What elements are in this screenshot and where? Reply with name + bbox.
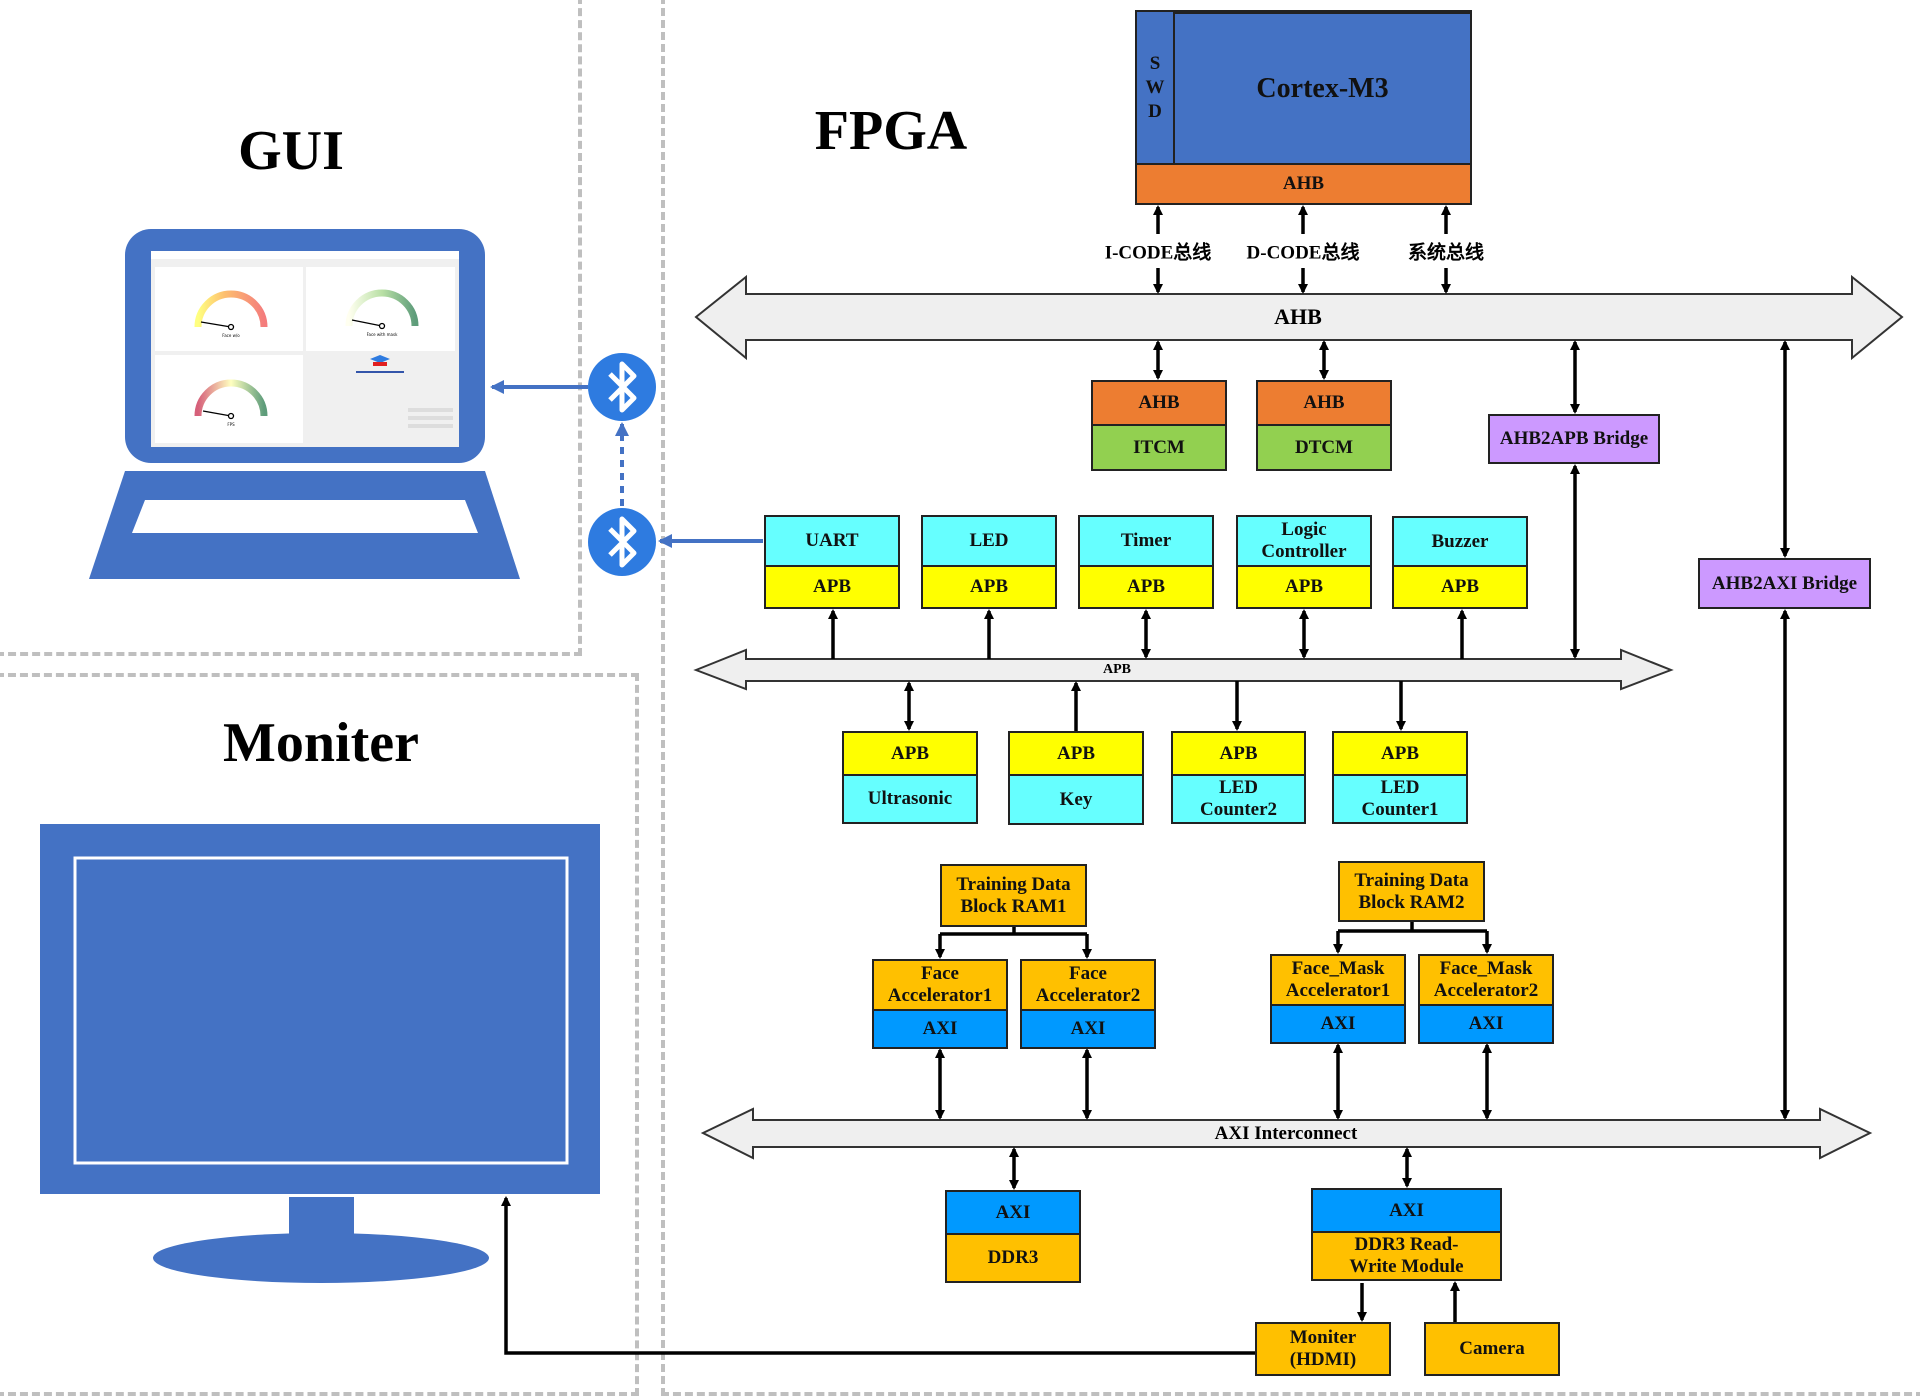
- face-accelerator1-label: Face Accelerator1: [874, 961, 1006, 1009]
- led-counter1-apb-port: APB: [1334, 733, 1466, 774]
- ahb2apb-bridge-label: AHB2APB Bridge: [1490, 416, 1658, 462]
- face-accelerator2-block: Face Accelerator2 AXI: [1020, 959, 1156, 1049]
- swd-port: S W D: [1137, 12, 1175, 163]
- logic-controller-label: Logic Controller: [1238, 517, 1370, 565]
- gauge-label: Face with mask: [367, 332, 399, 337]
- ahb2apb-bridge: AHB2APB Bridge: [1488, 414, 1660, 464]
- icode-bus-label: I-CODE总线: [1102, 237, 1214, 265]
- ddr3-rw-axi-port: AXI: [1313, 1190, 1500, 1231]
- gui-title: GUI: [238, 120, 344, 182]
- bluetooth-icon: [588, 353, 656, 421]
- key-label: Key: [1010, 774, 1142, 823]
- camera-block: Camera: [1424, 1322, 1560, 1376]
- ddr3-block: AXI DDR3: [945, 1190, 1081, 1283]
- ddr3-rw-label: DDR3 Read-Write Module: [1313, 1231, 1500, 1279]
- monitor-section: [0, 673, 639, 1396]
- led-counter2-apb-port: APB: [1173, 733, 1304, 774]
- bluetooth-icon: [588, 508, 656, 576]
- logic-controller-apb-port: APB: [1238, 565, 1370, 607]
- timer-apb-port: APB: [1080, 565, 1212, 607]
- monitor-icon: [40, 824, 600, 1283]
- hdmi-monitor-block: Moniter (HDMI): [1255, 1322, 1391, 1376]
- itcm-ahb-port: AHB: [1093, 382, 1225, 424]
- dtcm-ahb-port: AHB: [1258, 382, 1390, 424]
- ultrasonic-apb-port: APB: [844, 733, 976, 774]
- apb-bus: [693, 648, 1674, 691]
- gauge-panel: [155, 355, 303, 443]
- led-counter2-block: APB LED Counter2: [1171, 731, 1306, 824]
- training-ram1-label: Training Data Block RAM1: [942, 866, 1085, 925]
- gauge-panel: [306, 267, 455, 351]
- apb-bus-label: APB: [1103, 662, 1131, 677]
- buzzer-block: Buzzer APB: [1392, 516, 1528, 609]
- face-accelerator1-block: Face Accelerator1 AXI: [872, 959, 1008, 1049]
- hdmi-monitor-label: Moniter (HDMI): [1257, 1324, 1389, 1374]
- itcm-label: ITCM: [1093, 424, 1225, 469]
- led-counter2-label: LED Counter2: [1173, 774, 1304, 822]
- key-block: APB Key: [1008, 731, 1144, 825]
- buzzer-label: Buzzer: [1394, 518, 1526, 565]
- gauge-label: FPS: [227, 422, 235, 427]
- dtcm-label: DTCM: [1258, 424, 1390, 469]
- face-accelerator2-axi-port: AXI: [1022, 1009, 1154, 1047]
- face-mask-accelerator2-block: Face_Mask Accelerator2 AXI: [1418, 954, 1554, 1044]
- dcode-bus-label: D-CODE总线: [1244, 237, 1362, 265]
- axi-bus: [700, 1107, 1873, 1160]
- gui-section: [0, 0, 582, 656]
- ahb2axi-bridge-label: AHB2AXI Bridge: [1700, 560, 1869, 607]
- cpu-ahb-port: AHB: [1137, 163, 1470, 203]
- led-counter1-block: APB LED Counter1: [1332, 731, 1468, 824]
- uart-label: UART: [766, 517, 898, 565]
- gauge-panel: [155, 267, 303, 351]
- itcm-block: AHB ITCM: [1091, 380, 1227, 471]
- key-apb-port: APB: [1010, 733, 1142, 774]
- face-mask-accelerator2-label: Face_Mask Accelerator2: [1420, 956, 1552, 1004]
- led-label: LED: [923, 517, 1055, 565]
- dtcm-block: AHB DTCM: [1256, 380, 1392, 471]
- monitor-title: Moniter: [223, 712, 419, 774]
- face-mask-accelerator1-label: Face_Mask Accelerator1: [1272, 956, 1404, 1004]
- uart-apb-port: APB: [766, 565, 898, 607]
- axi-bus-label: AXI Interconnect: [1214, 1123, 1358, 1144]
- face-mask-accelerator1-block: Face_Mask Accelerator1 AXI: [1270, 954, 1406, 1044]
- face-accelerator2-label: Face Accelerator2: [1022, 961, 1154, 1009]
- training-ram2-block: Training Data Block RAM2: [1338, 861, 1485, 922]
- gauge-label: Face w/o: [222, 333, 240, 338]
- face-mask-accelerator1-axi-port: AXI: [1272, 1004, 1404, 1042]
- camera-label: Camera: [1426, 1324, 1558, 1374]
- system-bus-label: 系统总线: [1405, 237, 1487, 265]
- ddr3-rw-module-block: AXI DDR3 Read-Write Module: [1311, 1188, 1502, 1281]
- timer-block: Timer APB: [1078, 515, 1214, 609]
- logo-icon: [370, 355, 390, 366]
- ahb-bus: [694, 274, 1904, 361]
- ultrasonic-block: APB Ultrasonic: [842, 731, 978, 824]
- ahb-bus-label: AHB: [1274, 304, 1322, 329]
- ddr3-axi-port: AXI: [947, 1192, 1079, 1233]
- logic-controller-block: Logic Controller APB: [1236, 515, 1372, 609]
- ddr3-label: DDR3: [947, 1233, 1079, 1281]
- ultrasonic-label: Ultrasonic: [844, 774, 976, 822]
- training-ram1-block: Training Data Block RAM1: [940, 864, 1087, 927]
- buzzer-apb-port: APB: [1394, 565, 1526, 607]
- face-accelerator1-axi-port: AXI: [874, 1009, 1006, 1047]
- led-counter1-label: LED Counter1: [1334, 774, 1466, 822]
- led-block: LED APB: [921, 515, 1057, 609]
- training-ram2-label: Training Data Block RAM2: [1340, 863, 1483, 920]
- timer-label: Timer: [1080, 517, 1212, 565]
- cortex-m3-block: S W D Cortex-M3 AHB: [1135, 10, 1472, 205]
- fpga-section: [661, 0, 1920, 1396]
- ahb2axi-bridge: AHB2AXI Bridge: [1698, 558, 1871, 609]
- led-apb-port: APB: [923, 565, 1055, 607]
- gui-window-screenshot: Face w/o Face with mask FPS: [151, 251, 459, 447]
- fpga-title: FPGA: [814, 100, 968, 162]
- face-mask-accelerator2-axi-port: AXI: [1420, 1004, 1552, 1042]
- cortex-m3-core: Cortex-M3: [1175, 12, 1470, 163]
- uart-block: UART APB: [764, 515, 900, 609]
